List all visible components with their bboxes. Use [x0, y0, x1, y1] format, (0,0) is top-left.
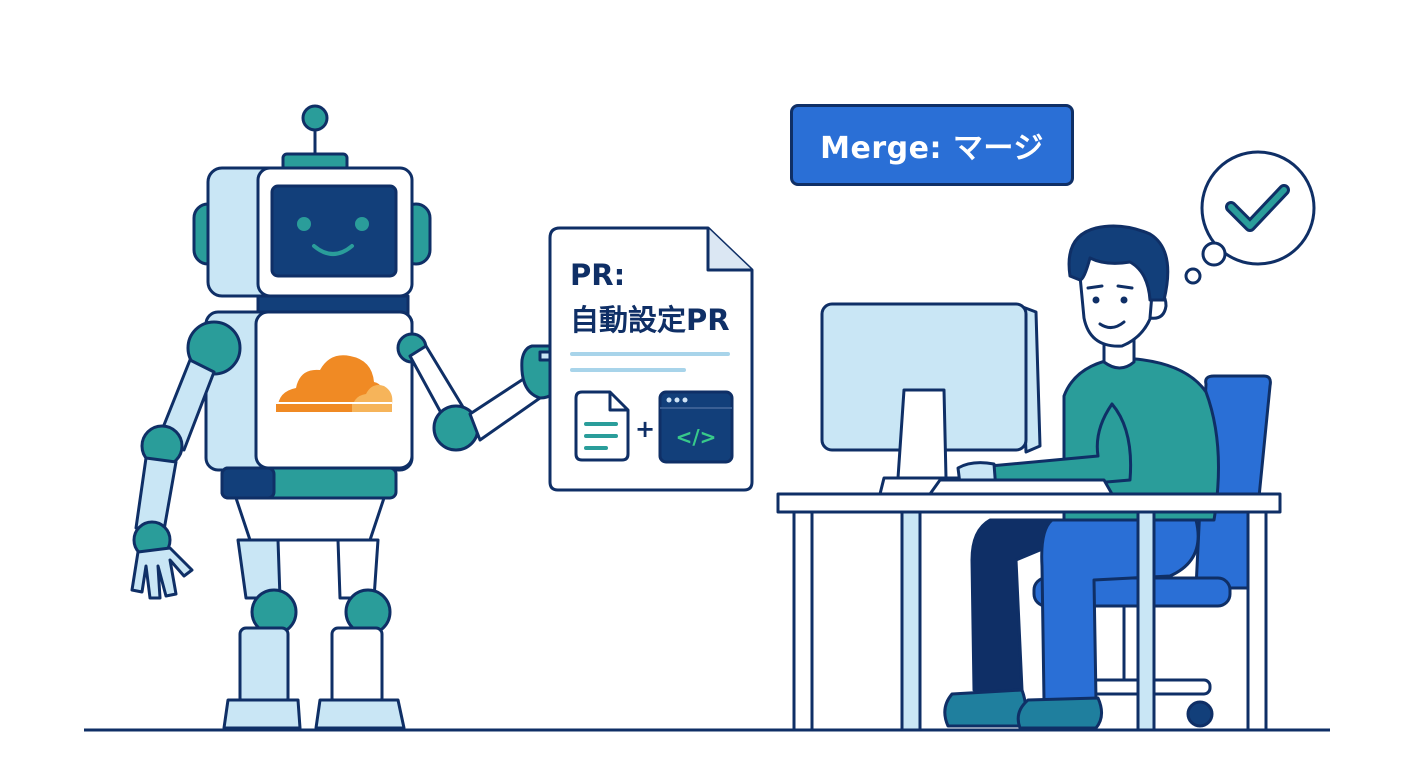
- person-hair: [1067, 224, 1170, 302]
- pr-document-title-line2: 自動設定PR: [570, 303, 730, 337]
- robot-left-forearm: [134, 456, 178, 532]
- pr-document-title-line1: PR:: [570, 258, 625, 292]
- robot: [130, 104, 571, 730]
- merge-badge: Merge: マージ: [790, 104, 1074, 186]
- robot-left-foot: [222, 698, 302, 730]
- thought-bubble-dot-1: [1201, 241, 1227, 267]
- person-left-eye: [1092, 296, 1100, 304]
- person-back-shoe: [943, 688, 1027, 728]
- robot-left-eye: [297, 217, 311, 231]
- monitor: [820, 302, 1114, 496]
- thought-bubble-main: [1200, 150, 1316, 266]
- robot-waist-side: [220, 466, 276, 500]
- robot-antenna-tip: [301, 104, 329, 132]
- thought-bubble: [1184, 150, 1316, 285]
- person-front-leg: [1040, 518, 1200, 702]
- robot-left-shin: [238, 626, 290, 706]
- desk: [776, 492, 1282, 732]
- file-icon: [574, 390, 630, 462]
- person-smile: [1098, 320, 1126, 329]
- person: [943, 224, 1220, 730]
- pr-document: PR: 自動設定PR + </>: [548, 226, 754, 492]
- robot-right-eye: [355, 217, 369, 231]
- person-front-shoe: [1016, 696, 1103, 730]
- desk-leg-right: [1246, 510, 1268, 732]
- person-eyebrows: [1086, 284, 1134, 290]
- pr-document-fold: [706, 228, 752, 272]
- checkmark-icon: [1228, 187, 1287, 229]
- desk-leg-left: [792, 510, 814, 732]
- person-back-leg: [970, 518, 1082, 692]
- code-window-icon: </>: [658, 390, 734, 464]
- robot-smile: [312, 244, 354, 256]
- robot-right-shin: [330, 626, 384, 706]
- person-right-eye: [1120, 296, 1128, 304]
- chair-post: [1122, 604, 1140, 682]
- thought-bubble-dot-2: [1184, 267, 1202, 285]
- cloud-logo: [276, 355, 393, 412]
- robot-hips: [234, 496, 386, 542]
- code-glyph: </>: [676, 425, 717, 449]
- chair-wheel: [1186, 700, 1214, 728]
- desk-leg-left-back: [900, 510, 922, 732]
- robot-left-hand: [130, 546, 194, 600]
- robot-right-foot: [314, 698, 406, 730]
- merge-badge-label: Merge: マージ: [820, 131, 1044, 166]
- desk-top: [776, 492, 1282, 514]
- plus-sign: +: [635, 415, 655, 443]
- robot-face-screen: [270, 184, 398, 278]
- desk-leg-right-back: [1136, 510, 1156, 732]
- keyboard: [928, 478, 1114, 496]
- monitor-stand: [896, 388, 948, 480]
